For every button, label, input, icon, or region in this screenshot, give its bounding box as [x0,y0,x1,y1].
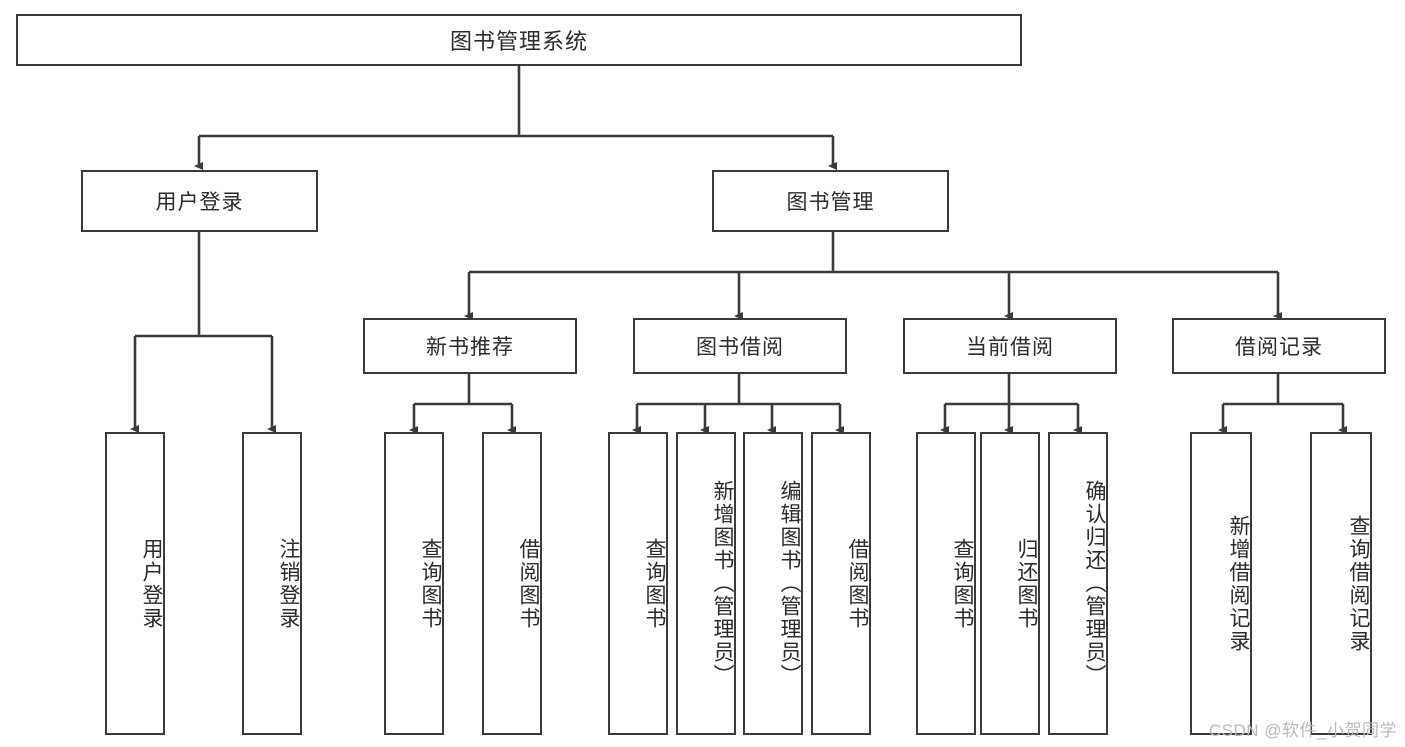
leaf-recommend-borrow-book[interactable]: 借阅图书 [482,432,542,735]
csdn-watermark: CSDN @软件_小贺同学 [1208,721,1397,740]
node-label: 注销登录 [277,537,300,630]
node-label: 借阅图书 [846,537,869,630]
leaf-current-confirm-return-admin[interactable]: 确认归还（管理员） [1048,432,1108,735]
leaf-current-return-book[interactable]: 归还图书 [980,432,1040,735]
node-label: 查询借阅记录 [1347,514,1370,653]
node-label: 当前借阅 [966,336,1054,359]
node-label: 确认归还（管理员） [1083,480,1106,687]
node-label: 编辑图书（管理员） [778,480,801,687]
node-label: 图书借阅 [696,336,784,359]
leaf-borrow-borrow-book[interactable]: 借阅图书 [811,432,871,735]
node-label: 归还图书 [1015,537,1038,630]
node-label: 新增借阅记录 [1227,514,1250,653]
node-book-management[interactable]: 图书管理 [712,170,949,232]
node-label: 查询图书 [643,537,666,630]
leaf-borrow-add-book-admin[interactable]: 新增图书（管理员） [676,432,736,735]
node-label: 用户登录 [155,191,244,214]
node-label: 借阅记录 [1235,336,1323,359]
leaf-recommend-query-book[interactable]: 查询图书 [384,432,444,735]
node-label: 图书管理 [786,191,875,214]
leaf-record-query-record[interactable]: 查询借阅记录 [1310,432,1372,735]
node-label: 新增图书（管理员） [711,480,734,687]
leaf-current-query-book[interactable]: 查询图书 [916,432,976,735]
leaf-user-login-login[interactable]: 用户登录 [105,432,165,735]
node-label: 图书管理系统 [449,29,588,54]
node-label: 借阅图书 [517,537,540,630]
node-label: 查询图书 [951,537,974,630]
node-new-book-recommend[interactable]: 新书推荐 [363,318,577,374]
leaf-user-login-logout[interactable]: 注销登录 [242,432,302,735]
node-label: 新书推荐 [426,336,514,359]
leaf-record-add-record[interactable]: 新增借阅记录 [1190,432,1252,735]
node-label: 用户登录 [140,537,163,630]
node-user-login[interactable]: 用户登录 [81,170,318,232]
node-current-borrow[interactable]: 当前借阅 [903,318,1117,374]
node-borrow-record[interactable]: 借阅记录 [1172,318,1386,374]
leaf-borrow-edit-book-admin[interactable]: 编辑图书（管理员） [743,432,803,735]
node-label: 查询图书 [419,537,442,630]
leaf-borrow-query-book[interactable]: 查询图书 [608,432,668,735]
node-book-borrow[interactable]: 图书借阅 [633,318,847,374]
node-root-system[interactable]: 图书管理系统 [16,14,1022,66]
